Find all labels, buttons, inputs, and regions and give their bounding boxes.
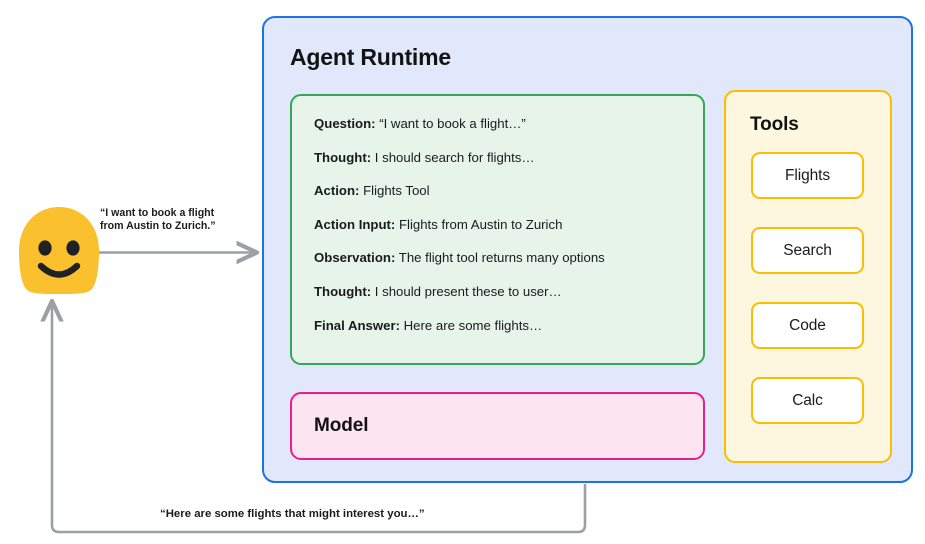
agent-runtime-title: Agent Runtime: [290, 44, 451, 70]
tools-title: Tools: [750, 114, 799, 135]
trace-label: Thought:: [314, 149, 372, 165]
trace-text: Flights Tool: [359, 183, 430, 199]
trace-line: Question: “I want to book a flight…”: [314, 116, 703, 131]
tool-list: Flights Search Code Calc: [751, 152, 864, 424]
trace-line: Thought: I should search for flights…: [314, 150, 703, 165]
trace-text: Flights from Austin to Zurich: [395, 216, 563, 232]
trace-line: Action Input: Flights from Austin to Zur…: [314, 217, 703, 232]
trace-line: Final Answer: Here are some flights…: [314, 318, 703, 333]
trace-label: Thought:: [314, 283, 372, 299]
tool-button-calc[interactable]: Calc: [751, 377, 864, 424]
trace-text: “I want to book a flight…”: [375, 116, 526, 131]
trace-text: Here are some flights…: [399, 317, 543, 333]
model-box: Model: [290, 392, 705, 460]
model-title: Model: [314, 415, 369, 436]
react-trace-box: Question: “I want to book a flight…” Tho…: [290, 94, 705, 365]
request-label-line-1: “I want to book a flight: [100, 207, 215, 219]
tool-button-search[interactable]: Search: [751, 227, 864, 274]
trace-line: Action: Flights Tool: [314, 183, 703, 198]
trace-text: The flight tool returns many options: [395, 250, 605, 266]
tool-button-code[interactable]: Code: [751, 302, 864, 349]
trace-label: Action Input:: [314, 216, 396, 232]
tools-panel: Tools Flights Search Code Calc: [724, 90, 892, 463]
trace-label: Final Answer:: [314, 317, 400, 333]
response-arrow: [52, 303, 587, 534]
trace-label: Question:: [314, 116, 376, 131]
tool-button-flights[interactable]: Flights: [751, 152, 864, 199]
request-label: “I want to book a flight from Austin to …: [100, 207, 260, 232]
user-avatar-icon: [19, 207, 99, 294]
trace-line: Thought: I should present these to user…: [314, 284, 703, 299]
trace-label: Action:: [314, 183, 360, 199]
response-label: “Here are some flights that might intere…: [160, 508, 425, 520]
trace-text: I should present these to user…: [371, 283, 562, 299]
agent-runtime-container: Agent Runtime Question: “I want to book …: [262, 16, 913, 483]
trace-line: Observation: The flight tool returns man…: [314, 250, 703, 265]
request-label-line-2: from Austin to Zurich.”: [100, 219, 216, 232]
trace-text: I should search for flights…: [371, 149, 535, 165]
trace-label: Observation:: [314, 250, 396, 266]
